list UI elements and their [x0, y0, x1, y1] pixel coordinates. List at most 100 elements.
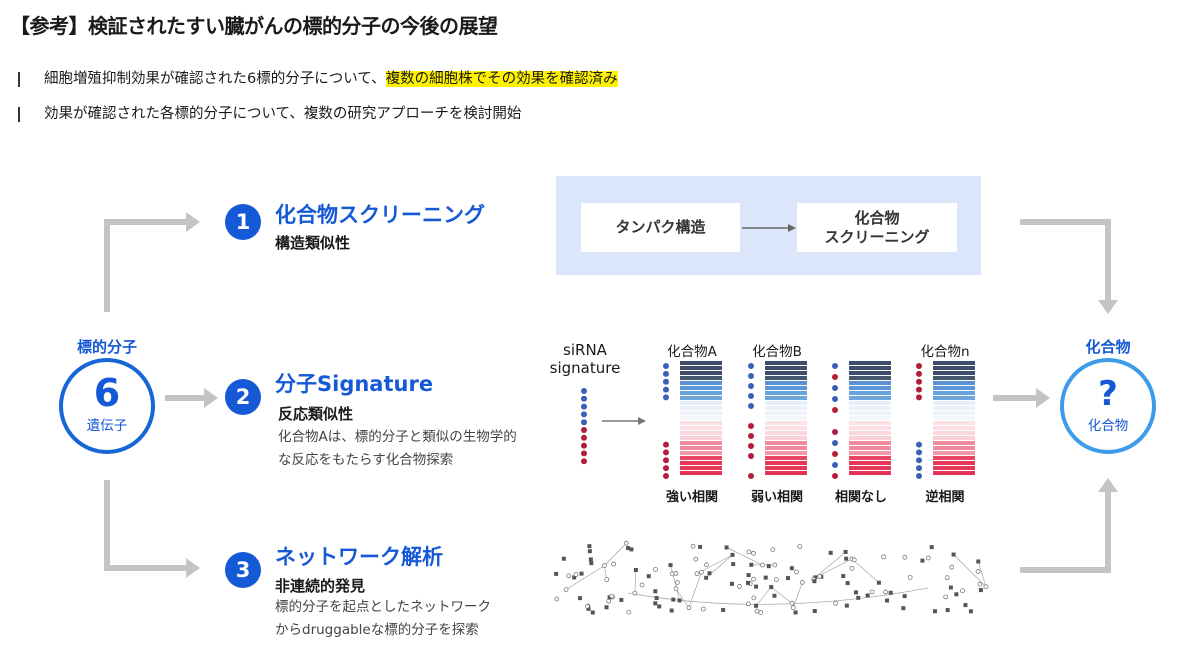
- bullet-text: 細胞増殖抑制効果が確認された6標的分子について、: [44, 71, 386, 87]
- network-node: [828, 550, 833, 555]
- network-node: [653, 567, 658, 572]
- signature-dot: [581, 419, 587, 426]
- network-node: [854, 590, 859, 595]
- network-node: [943, 594, 949, 600]
- heatmap-row: [680, 456, 722, 460]
- network-node: [653, 589, 658, 594]
- network-node: [812, 609, 817, 614]
- network-edge: [604, 543, 627, 566]
- network-node: [587, 549, 592, 554]
- network-node: [746, 580, 751, 585]
- signature-heatmaps: [581, 361, 975, 479]
- network-node: [698, 544, 703, 549]
- heatmap-row: [849, 396, 891, 400]
- network-node: [751, 550, 756, 556]
- compound-dot: [748, 423, 754, 429]
- description-line: な反応をもたらす化合物探索: [278, 452, 454, 468]
- compound-b-label: 化合物B: [752, 344, 802, 360]
- heatmap-row: [680, 381, 722, 385]
- signature-dot: [581, 411, 587, 418]
- step-1-badge: 1: [225, 204, 261, 240]
- heatmap-row: [765, 371, 807, 375]
- compound-dot: [916, 378, 922, 385]
- network-node: [774, 577, 779, 582]
- description-line: 化合物Aは、標的分子と類似の生物学的: [278, 429, 517, 445]
- network-node: [639, 582, 645, 588]
- heatmap-row: [765, 461, 807, 465]
- network-edge: [634, 569, 637, 594]
- network-node: [566, 573, 572, 579]
- heatmap-row: [680, 421, 722, 425]
- network-node: [731, 562, 736, 567]
- result-strong: 強い相関: [665, 490, 718, 505]
- network-node: [745, 601, 751, 607]
- compound-dot: [663, 394, 669, 401]
- left-node-label: 標的分子: [76, 338, 137, 356]
- compound-dot: [663, 473, 669, 479]
- network-node: [604, 577, 610, 582]
- network-node: [579, 571, 584, 576]
- heatmap-row: [765, 401, 807, 405]
- network-node: [954, 592, 959, 597]
- network-node: [976, 559, 981, 564]
- signature-dot: [581, 458, 587, 465]
- network-node: [929, 545, 934, 550]
- page-title: 【参考】検証されたすい臓がんの標的分子の今後の展望: [10, 14, 498, 38]
- heatmap-row: [680, 451, 722, 455]
- heatmap-row: [849, 426, 891, 430]
- network-node: [721, 607, 726, 612]
- heatmap-row: [680, 386, 722, 390]
- network-node: [588, 557, 593, 562]
- network-node: [668, 563, 673, 568]
- network-node: [968, 609, 973, 614]
- compound-dot: [916, 465, 922, 472]
- network-node: [669, 608, 674, 613]
- heatmap-row: [849, 471, 891, 475]
- network-node: [586, 606, 591, 611]
- heatmap-row: [680, 406, 722, 410]
- heatmap-row: [933, 421, 975, 425]
- network-node: [573, 572, 579, 577]
- network-node: [812, 579, 817, 584]
- compound-dot: [663, 457, 669, 464]
- heatmap-row: [765, 436, 807, 440]
- compound-a-label: 化合物A: [667, 344, 717, 360]
- network-node: [611, 561, 616, 567]
- network-node: [749, 562, 754, 567]
- compound-dot: [832, 473, 838, 479]
- network-node: [673, 571, 679, 576]
- network-node: [671, 597, 676, 602]
- label-line: signature: [549, 359, 621, 377]
- signature-dot: [581, 434, 587, 441]
- compound-dot: [748, 433, 754, 439]
- network-node: [843, 549, 848, 554]
- network-node: [602, 563, 607, 568]
- arrow-from-3: [1020, 490, 1111, 573]
- network-node: [772, 562, 778, 568]
- network-edge: [771, 586, 793, 604]
- heatmap-row: [933, 381, 975, 385]
- network-node: [694, 571, 700, 577]
- heatmap-row: [849, 391, 891, 395]
- result-inverse: 逆相関: [925, 490, 965, 505]
- network-node: [653, 601, 658, 606]
- network-node: [948, 585, 953, 590]
- heatmap-row: [933, 361, 975, 365]
- network-node: [851, 557, 857, 563]
- network-node: [629, 547, 634, 552]
- heatmap-row: [849, 456, 891, 460]
- heatmap-row: [933, 371, 975, 375]
- right-node-label: 化合物: [1085, 338, 1131, 356]
- network-node: [902, 594, 907, 599]
- heatmap-row: [933, 426, 975, 430]
- heatmap-row: [933, 446, 975, 450]
- network-node: [590, 610, 595, 615]
- compound-dot: [748, 373, 754, 379]
- heatmap-row: [933, 416, 975, 420]
- signature-arrow-icon: [602, 417, 646, 425]
- network-node: [572, 575, 577, 580]
- network-node: [758, 610, 764, 615]
- network-node: [960, 588, 965, 594]
- heatmap-row: [680, 396, 722, 400]
- heatmap-row: [765, 471, 807, 475]
